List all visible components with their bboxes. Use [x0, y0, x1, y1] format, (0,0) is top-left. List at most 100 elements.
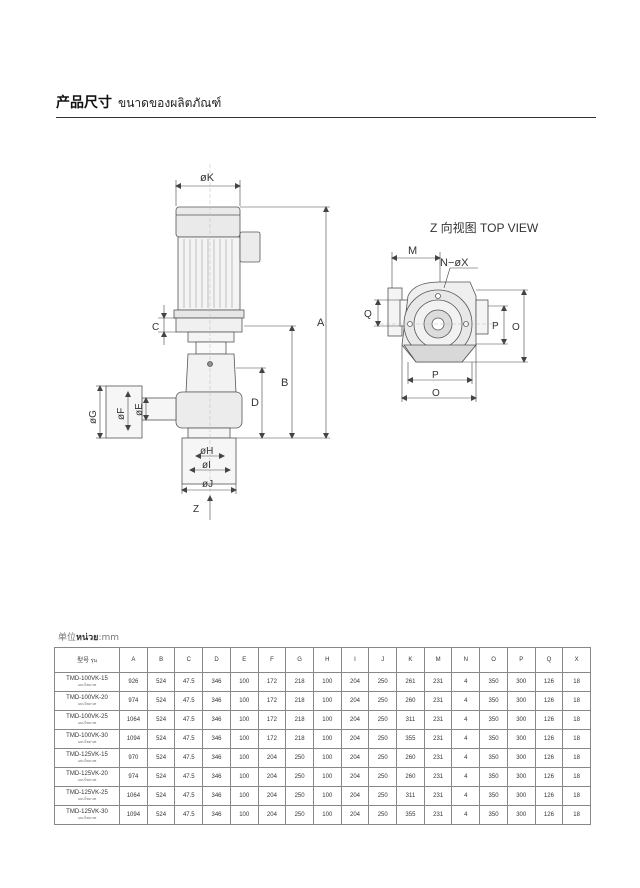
value-cell: 18: [562, 805, 591, 825]
value-cell: 231: [423, 805, 453, 825]
model-subtitle: แบบโพลาเท: [77, 702, 97, 706]
value-cell: 204: [340, 805, 370, 825]
value-cell: 260: [396, 691, 425, 711]
value-cell: 18: [562, 767, 591, 787]
value-cell: 100: [229, 729, 259, 749]
value-cell: 18: [562, 691, 591, 711]
value-cell: 350: [479, 805, 508, 825]
model-name: TMD-125VK-20: [66, 771, 108, 777]
header-col: F: [257, 647, 287, 673]
value-cell: 47.5: [174, 805, 204, 825]
value-cell: 311: [396, 710, 425, 730]
value-cell: 4: [451, 691, 481, 711]
model-subtitle: แบบโพลาเท: [77, 683, 97, 687]
value-cell: 250: [285, 786, 314, 806]
value-cell: 18: [562, 748, 591, 768]
value-cell: 126: [534, 748, 564, 768]
model-name: TMD-125VK-25: [66, 790, 108, 796]
value-cell: 524: [146, 767, 176, 787]
value-cell: 1064: [119, 786, 148, 806]
value-cell: 350: [479, 672, 508, 692]
label-a: A: [317, 317, 325, 329]
title-th: ขนาดของผลิตภัณฑ์: [118, 96, 222, 110]
value-cell: 231: [423, 786, 453, 806]
side-view: [105, 164, 261, 500]
value-cell: 100: [229, 691, 259, 711]
label-n-phi-x: N−øX: [440, 257, 469, 269]
value-cell: 47.5: [174, 691, 204, 711]
label-phi-i: øI: [202, 460, 211, 471]
value-cell: 250: [368, 767, 398, 787]
value-cell: 355: [396, 729, 425, 749]
value-cell: 524: [146, 748, 176, 768]
value-cell: 100: [229, 805, 259, 825]
value-cell: 126: [534, 805, 564, 825]
value-cell: 974: [119, 767, 148, 787]
value-cell: 346: [202, 805, 231, 825]
value-cell: 250: [368, 691, 398, 711]
header-col: K: [396, 647, 425, 673]
value-cell: 4: [451, 748, 481, 768]
label-phi-e: øE: [134, 403, 145, 416]
label-phi-g: øG: [88, 410, 99, 424]
model-name: TMD-100VK-25: [66, 714, 108, 720]
value-cell: 346: [202, 691, 231, 711]
value-cell: 47.5: [174, 729, 204, 749]
value-cell: 218: [285, 710, 314, 730]
value-cell: 1094: [119, 805, 148, 825]
value-cell: 250: [368, 786, 398, 806]
header-col: M: [423, 647, 453, 673]
label-c: C: [152, 322, 159, 333]
dimension-drawing: øK A B D C øG øF øE øH øI øJ Z Z 向视图 TOP…: [88, 164, 539, 520]
model-subtitle: แบบโพลาเท: [77, 721, 97, 725]
value-cell: 350: [479, 767, 508, 787]
value-cell: 350: [479, 691, 508, 711]
value-cell: 4: [451, 729, 481, 749]
unit-prefix: 单位: [58, 633, 77, 643]
value-cell: 218: [285, 691, 314, 711]
label-z: Z: [193, 504, 199, 515]
value-cell: 300: [506, 729, 536, 749]
value-cell: 346: [202, 748, 231, 768]
value-cell: 346: [202, 767, 231, 787]
model-name: TMD-125VK-30: [66, 809, 108, 815]
label-m: M: [408, 245, 417, 257]
value-cell: 311: [396, 786, 425, 806]
value-cell: 100: [312, 805, 342, 825]
top-view: [380, 281, 500, 363]
label-d: D: [251, 397, 259, 409]
model-name: TMD-100VK-20: [66, 695, 108, 701]
value-cell: 524: [146, 672, 176, 692]
value-cell: 172: [257, 710, 287, 730]
value-cell: 100: [229, 767, 259, 787]
value-cell: 18: [562, 710, 591, 730]
value-cell: 231: [423, 672, 453, 692]
value-cell: 18: [562, 672, 591, 692]
value-cell: 204: [257, 748, 287, 768]
header-model: 型号 รุ่น: [53, 647, 121, 673]
value-cell: 350: [479, 748, 508, 768]
value-cell: 172: [257, 729, 287, 749]
value-cell: 346: [202, 786, 231, 806]
value-cell: 250: [368, 805, 398, 825]
value-cell: 204: [340, 691, 370, 711]
value-cell: 126: [534, 672, 564, 692]
value-cell: 18: [562, 786, 591, 806]
value-cell: 250: [368, 672, 398, 692]
value-cell: 300: [506, 805, 536, 825]
header-col: P: [506, 647, 536, 673]
value-cell: 524: [146, 710, 176, 730]
value-cell: 260: [396, 748, 425, 768]
label-phi-k: øK: [200, 172, 215, 184]
value-cell: 18: [562, 729, 591, 749]
